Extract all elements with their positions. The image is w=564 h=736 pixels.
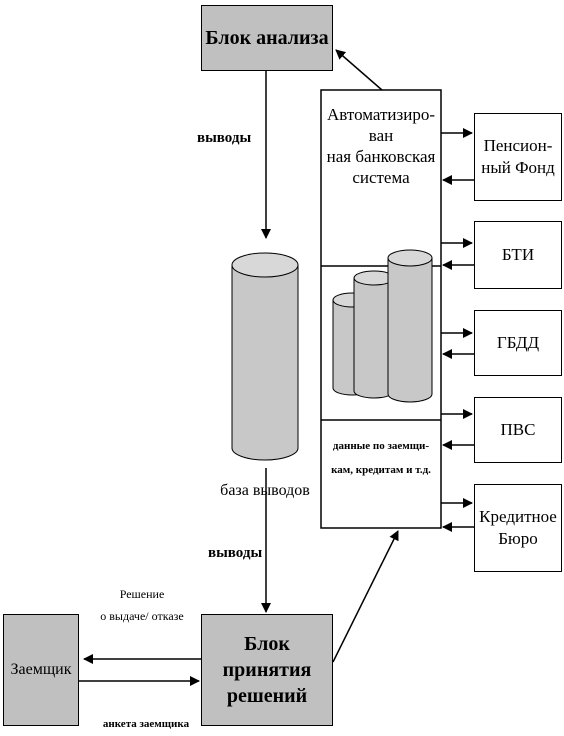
abs-title-line2: ван bbox=[368, 126, 394, 145]
pension-fund-box: Пенсион- ный Фонд bbox=[474, 113, 562, 201]
decision-label: Решение о выдаче/ отказе bbox=[94, 583, 190, 627]
decision-label-line1: Решение bbox=[119, 587, 165, 601]
database-cylinder bbox=[231, 252, 299, 461]
abs-title: Автоматизиро- ван ная банковская система bbox=[321, 104, 441, 188]
borrower-block: Заемщик bbox=[3, 614, 79, 726]
pension-fund-label-line1: Пенсион- bbox=[483, 136, 553, 155]
arrow-decision-to-abs bbox=[332, 530, 399, 663]
analysis-block-label: Блок анализа bbox=[205, 26, 329, 49]
pvs-box: ПВС bbox=[474, 397, 562, 463]
abs-title-line4: система bbox=[352, 168, 410, 187]
decision-block-label-line1: Блок принятия bbox=[222, 633, 312, 681]
application-label: анкета заемщика bbox=[102, 718, 190, 730]
borrower-block-label: Заемщик bbox=[10, 661, 72, 678]
abs-data-text: данные по заемщи- кам, кредитам и т.д. bbox=[321, 434, 441, 482]
decision-block-label-line2: решений bbox=[226, 685, 308, 707]
credit-bureau-label-line2: Бюро bbox=[498, 529, 538, 548]
arrow-abs-to-analysis bbox=[335, 49, 383, 91]
bti-box: БТИ bbox=[474, 221, 562, 289]
pension-fund-label-line2: ный Фонд bbox=[481, 158, 555, 177]
decision-block: Блок принятия решений bbox=[201, 614, 333, 726]
conclusions-bottom-label: выводы bbox=[208, 545, 263, 561]
db-caption: база выводов bbox=[220, 482, 310, 499]
credit-bureau-box: Кредитное Бюро bbox=[474, 484, 562, 572]
analysis-block: Блок анализа bbox=[201, 5, 333, 71]
abs-title-line1: Автоматизиро- bbox=[326, 105, 435, 124]
abs-storage-cylinders bbox=[332, 249, 433, 403]
conclusions-top-label: выводы bbox=[197, 130, 252, 146]
abs-title-line3: ная банковская bbox=[326, 147, 436, 166]
credit-bureau-label-line1: Кредитное bbox=[479, 507, 557, 526]
gbdd-box: ГБДД bbox=[474, 310, 562, 376]
abs-data-line1: данные по заемщи- bbox=[332, 440, 430, 452]
abs-data-line2: кам, кредитам и т.д. bbox=[331, 464, 431, 476]
gbdd-label: ГБДД bbox=[496, 333, 540, 352]
decision-label-line2: о выдаче/ отказе bbox=[100, 609, 184, 623]
bti-label: БТИ bbox=[501, 245, 535, 264]
pvs-label: ПВС bbox=[500, 420, 536, 439]
